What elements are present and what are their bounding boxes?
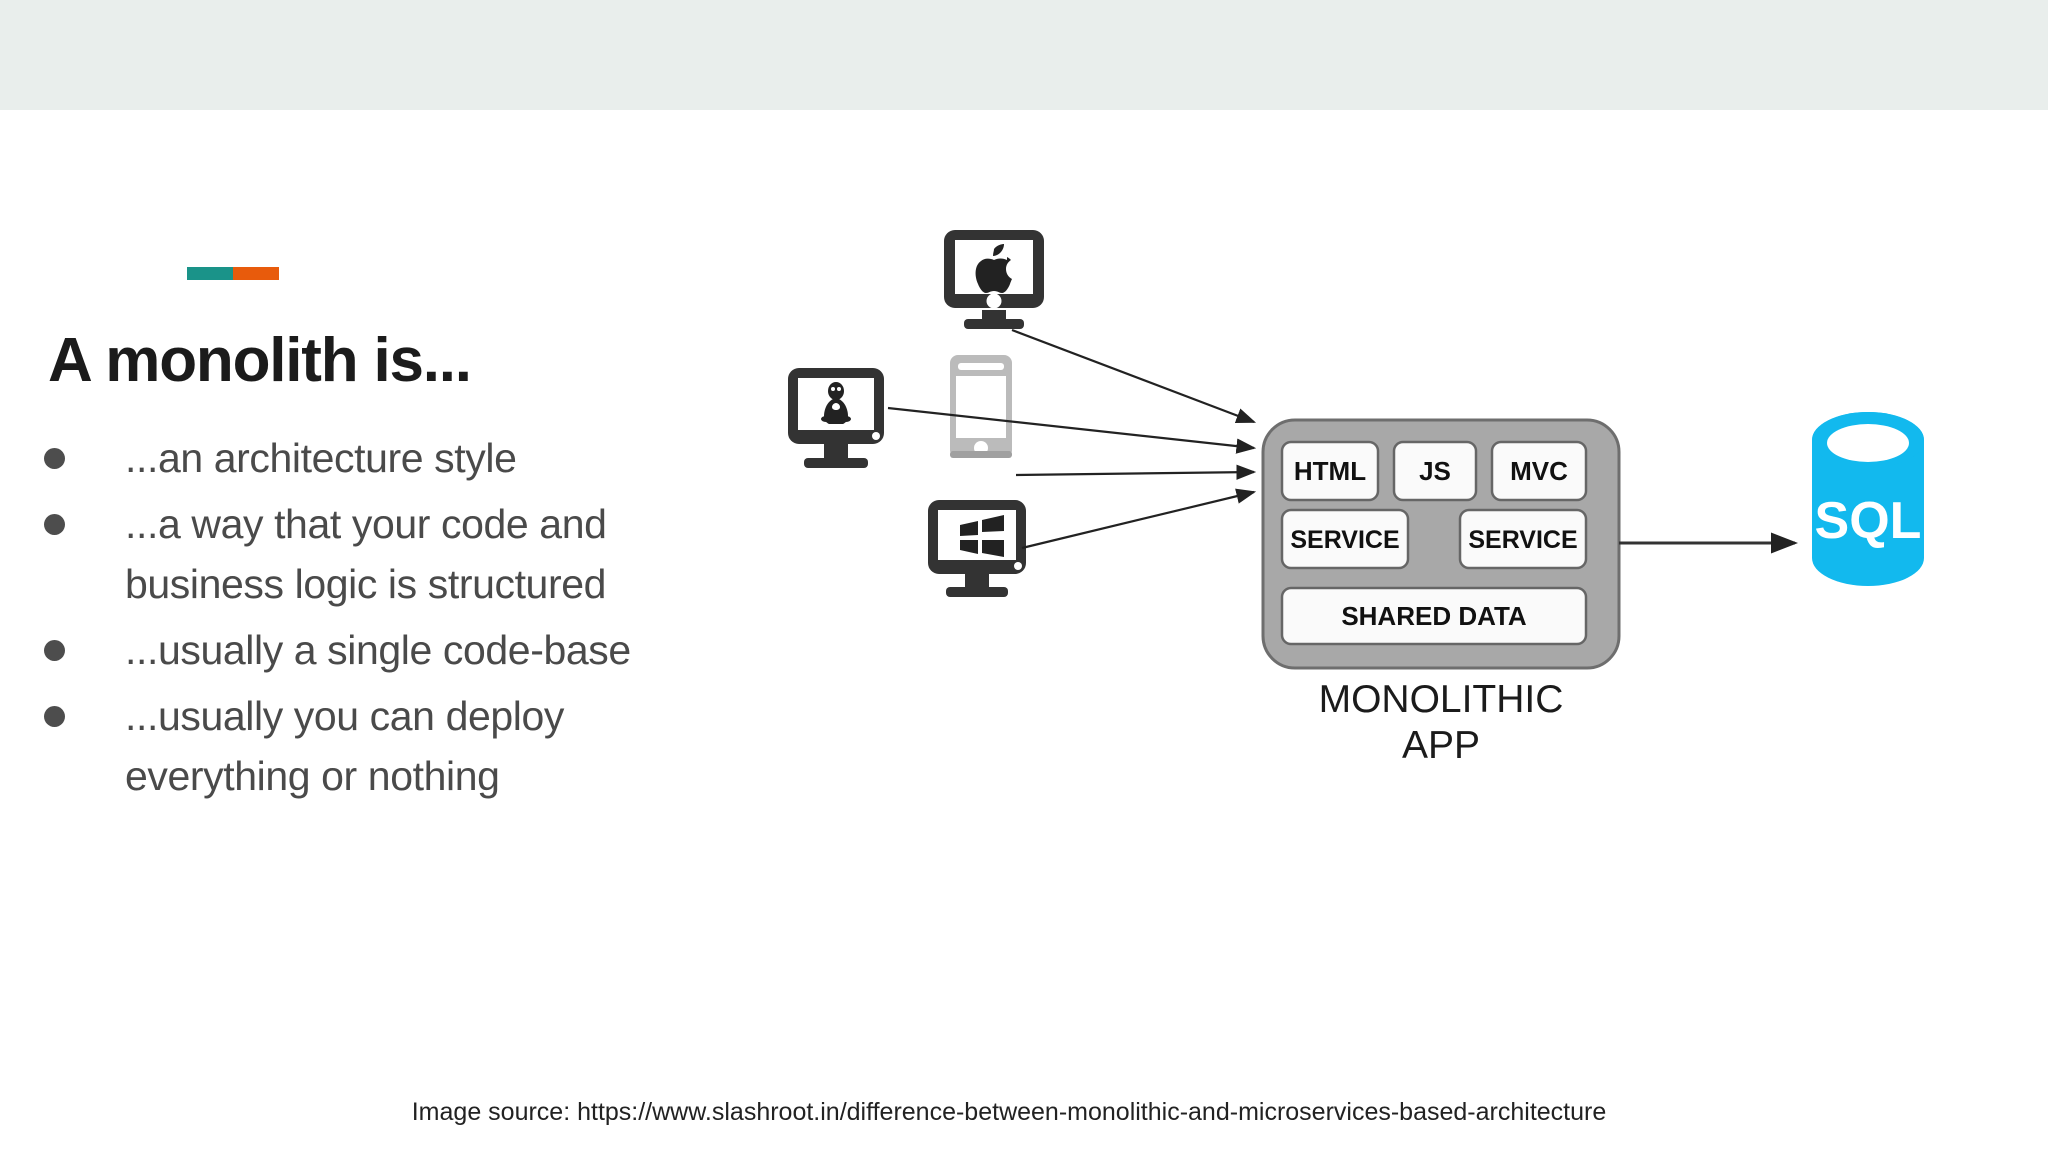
svg-text:MVC: MVC [1510, 456, 1568, 486]
accent-bar [187, 267, 279, 280]
list-item-label: ...an architecture style [125, 435, 517, 481]
svg-text:HTML: HTML [1294, 456, 1366, 486]
monolithic-app-label: MONOLITHIC APP [1319, 678, 1564, 767]
left-content-column: A monolith is... ...an architecture styl… [0, 110, 760, 1152]
list-item-label: ...usually a single code-base [125, 627, 631, 673]
component-shared-data: SHARED DATA [1280, 586, 1588, 646]
list-item: ...an architecture style [30, 428, 730, 488]
architecture-diagram: HTML JS MVC SERVICE SERVICE [760, 200, 2048, 880]
svg-text:SQL: SQL [1815, 492, 1922, 550]
page-title: A monolith is... [48, 326, 472, 395]
sql-database-icon: SQL [1812, 412, 1924, 586]
bullet-list: ...an architecture style ...a way that y… [30, 428, 730, 812]
svg-text:JS: JS [1419, 456, 1451, 486]
component-html: HTML [1280, 440, 1380, 502]
bullet-dot-icon [44, 448, 65, 469]
client-to-app-arrows [887, 328, 1257, 550]
list-item: ...usually you can deploy everything or … [30, 686, 730, 806]
top-banner [0, 0, 2048, 110]
list-item: ...a way that your code and business log… [30, 494, 730, 614]
svg-text:SERVICE: SERVICE [1468, 526, 1577, 554]
svg-text:SHARED DATA: SHARED DATA [1341, 601, 1527, 631]
list-item: ...usually a single code-base [30, 620, 730, 680]
accent-bar-orange-segment [233, 267, 279, 280]
accent-bar-teal-segment [187, 267, 233, 280]
svg-text:MONOLITHIC: MONOLITHIC [1319, 678, 1564, 721]
component-service-left: SERVICE [1280, 508, 1410, 570]
image-source-caption: Image source: https://www.slashroot.in/d… [411, 1098, 1607, 1126]
windows-desktop-icon [928, 500, 1026, 597]
list-item-label: ...a way that your code and business log… [125, 501, 607, 607]
monolithic-app-box: HTML JS MVC SERVICE SERVICE [1261, 418, 1621, 670]
mobile-phone-icon [950, 355, 1012, 458]
apple-desktop-icon [944, 230, 1044, 329]
bullet-dot-icon [44, 706, 65, 727]
svg-text:SERVICE: SERVICE [1290, 526, 1399, 554]
bullet-dot-icon [44, 514, 65, 535]
component-service-right: SERVICE [1458, 508, 1588, 570]
linux-desktop-icon [788, 368, 884, 468]
list-item-label: ...usually you can deploy everything or … [125, 693, 564, 799]
component-mvc: MVC [1490, 440, 1588, 502]
component-js: JS [1392, 440, 1478, 502]
bullet-dot-icon [44, 640, 65, 661]
svg-text:APP: APP [1402, 724, 1480, 767]
